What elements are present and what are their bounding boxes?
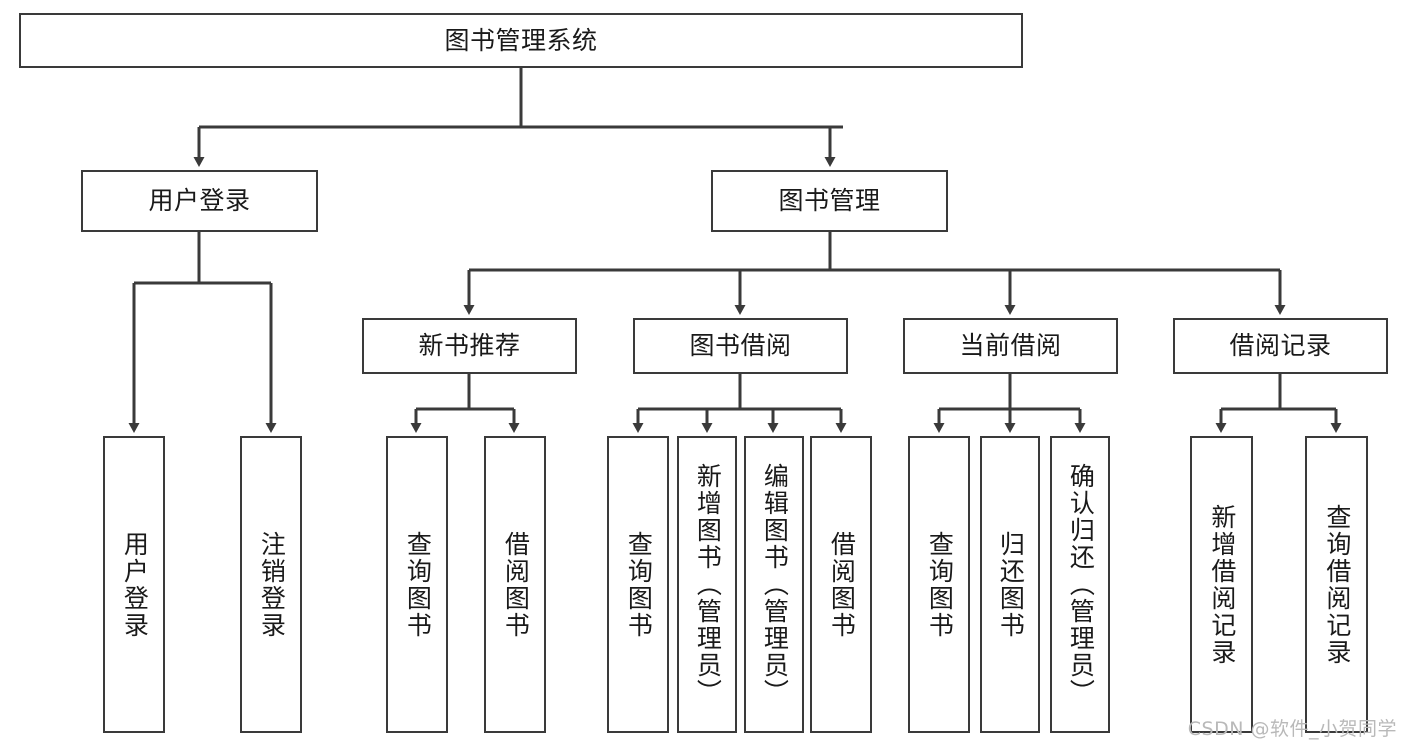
- node-new-book-recommendation[interactable]: 新书推荐: [362, 318, 577, 374]
- node-label: 新书推荐: [418, 331, 521, 361]
- node-leaf-query-books-borrow[interactable]: 查询图书: [607, 436, 669, 733]
- node-label: 图书借阅: [689, 331, 792, 361]
- node-leaf-query-books-recommend[interactable]: 查询图书: [386, 436, 448, 733]
- node-label: 查询图书: [624, 530, 654, 639]
- node-label: 借阅记录: [1229, 331, 1332, 361]
- node-label: 编辑图书（管理员）: [760, 463, 790, 706]
- node-user-login[interactable]: 用户登录: [81, 170, 318, 232]
- node-label: 查询借阅记录: [1322, 503, 1352, 666]
- node-label: 归还图书: [996, 530, 1026, 639]
- node-label: 借阅图书: [827, 530, 857, 639]
- node-label: 新增借阅记录: [1207, 503, 1237, 666]
- node-leaf-return-books[interactable]: 归还图书: [980, 436, 1040, 733]
- node-leaf-user-login[interactable]: 用户登录: [103, 436, 165, 733]
- node-label: 图书管理系统: [444, 25, 598, 55]
- node-leaf-query-books-current[interactable]: 查询图书: [908, 436, 970, 733]
- node-label: 用户登录: [148, 186, 251, 216]
- node-leaf-lend-books[interactable]: 借阅图书: [810, 436, 872, 733]
- node-label: 图书管理: [778, 186, 881, 216]
- node-label: 查询图书: [403, 530, 433, 639]
- node-label: 注销登录: [257, 530, 287, 639]
- node-leaf-add-borrow-record[interactable]: 新增借阅记录: [1190, 436, 1253, 733]
- node-label: 查询图书: [925, 530, 955, 639]
- node-leaf-logout[interactable]: 注销登录: [240, 436, 302, 733]
- node-book-borrowing[interactable]: 图书借阅: [633, 318, 848, 374]
- node-label: 用户登录: [120, 530, 150, 639]
- node-label: 确认归还（管理员）: [1066, 463, 1096, 706]
- csdn-watermark: CSDN @软件_小贺同学: [1187, 718, 1397, 740]
- node-book-management[interactable]: 图书管理: [711, 170, 948, 232]
- node-leaf-edit-book-admin[interactable]: 编辑图书（管理员）: [744, 436, 804, 733]
- node-current-borrowing[interactable]: 当前借阅: [903, 318, 1118, 374]
- node-leaf-add-book-admin[interactable]: 新增图书（管理员）: [677, 436, 737, 733]
- node-leaf-borrow-books-recommend[interactable]: 借阅图书: [484, 436, 546, 733]
- node-root-book-management-system[interactable]: 图书管理系统: [19, 13, 1023, 68]
- node-label: 新增图书（管理员）: [693, 463, 723, 706]
- node-borrowing-records[interactable]: 借阅记录: [1173, 318, 1388, 374]
- node-leaf-confirm-return-admin[interactable]: 确认归还（管理员）: [1050, 436, 1110, 733]
- node-label: 当前借阅: [959, 331, 1062, 361]
- node-leaf-query-borrow-record[interactable]: 查询借阅记录: [1305, 436, 1368, 733]
- node-label: 借阅图书: [501, 530, 531, 639]
